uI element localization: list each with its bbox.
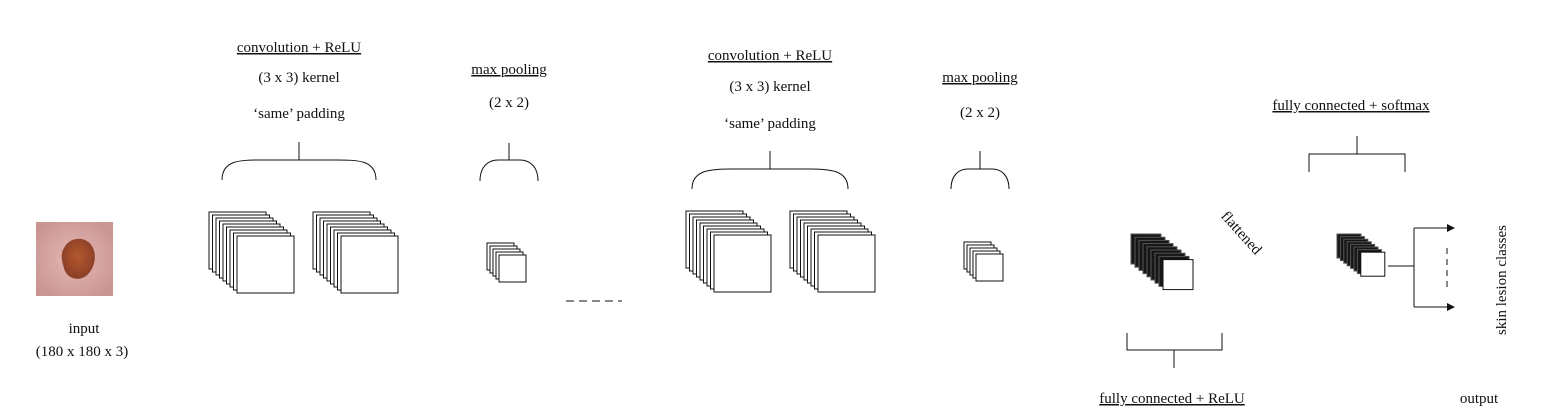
conv1b-layer <box>340 235 399 294</box>
fc-relu-bracket <box>1126 333 1223 368</box>
pool1-size: (2 x 2) <box>489 95 529 111</box>
pool1-brace <box>479 143 539 182</box>
conv2-kernel: (3 x 3) kernel <box>729 79 810 95</box>
input-image <box>36 222 113 296</box>
conv2-padding: ‘same’ padding <box>724 116 816 132</box>
pool1-title: max pooling <box>471 62 547 78</box>
conv1-brace <box>221 142 377 181</box>
pool2-feature-maps <box>963 241 1004 282</box>
conv2a-layer <box>713 234 772 293</box>
classes-label: skin lesion classes <box>1494 225 1510 335</box>
fc-relu-label: fully connected + ReLU <box>1099 391 1245 407</box>
fc-relu-neurons <box>1130 233 1194 291</box>
pool2-size: (2 x 2) <box>960 105 1000 121</box>
conv2-brace <box>691 151 849 190</box>
pool1-feature-maps <box>486 242 527 283</box>
pool2-layer <box>975 253 1004 282</box>
dense1-front <box>1162 259 1194 291</box>
lesion-shape <box>61 238 95 279</box>
input-label: input <box>69 321 101 337</box>
conv2-feature-maps-a <box>685 210 772 293</box>
conv2-feature-maps-b <box>789 210 876 293</box>
fc-softmax-bracket <box>1308 136 1406 172</box>
output-label: output <box>1460 391 1499 407</box>
conv1-feature-maps-b <box>312 211 399 294</box>
conv2-title: convolution + ReLU <box>708 48 832 64</box>
conv1-title: convolution + ReLU <box>237 40 361 56</box>
conv1-padding: ‘same’ padding <box>253 106 345 122</box>
conv1-feature-maps-a <box>208 211 295 294</box>
pool2-brace <box>950 151 1010 190</box>
pool2-title: max pooling <box>942 70 1018 86</box>
flattened-label: flattened <box>1217 208 1264 258</box>
input-dims: (180 x 180 x 3) <box>36 344 129 360</box>
dense2-front <box>1360 251 1386 277</box>
fc-softmax-neurons <box>1336 233 1386 277</box>
output-arrows <box>1388 224 1455 311</box>
conv1-kernel: (3 x 3) kernel <box>258 70 339 86</box>
conv2b-layer <box>817 234 876 293</box>
conv1a-layer <box>236 235 295 294</box>
pool1-layer <box>498 254 527 283</box>
fc-softmax-label: fully connected + softmax <box>1272 98 1430 114</box>
